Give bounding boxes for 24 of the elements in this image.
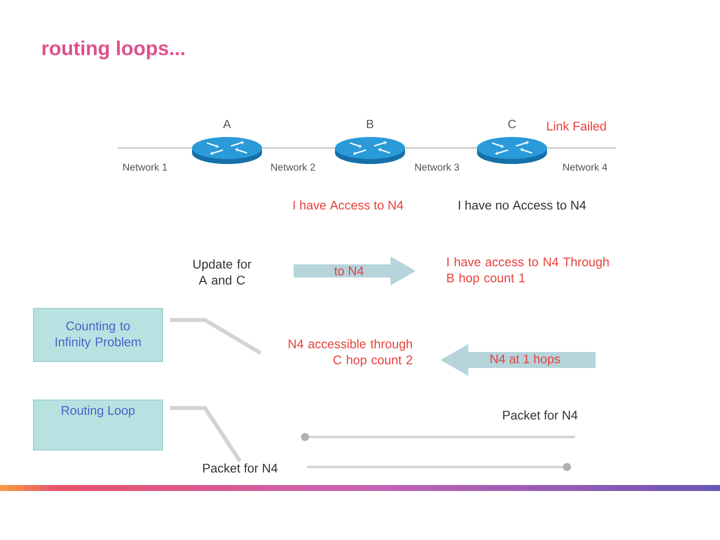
network-label: Network 3 bbox=[414, 162, 460, 172]
network-label: Network 2 bbox=[270, 162, 316, 172]
leader-line bbox=[170, 318, 262, 355]
info-box: Routing Loop bbox=[33, 400, 163, 450]
title: routing loops... bbox=[42, 40, 184, 60]
router-label: C bbox=[508, 120, 516, 128]
connector-line bbox=[405, 147, 477, 149]
packet-label: Packet for N4 bbox=[203, 463, 278, 473]
status-note: I have Access to N4 bbox=[294, 200, 404, 210]
update-text: Update for A and C bbox=[193, 259, 252, 285]
router-label: B bbox=[367, 120, 374, 128]
connector-line bbox=[262, 147, 335, 149]
status-note: I have no Access to N4 bbox=[458, 200, 586, 210]
router-label: A bbox=[223, 120, 231, 128]
network-label: Network 1 bbox=[122, 162, 169, 172]
connector-line bbox=[547, 147, 616, 149]
connector-line bbox=[118, 147, 192, 149]
info-box: Counting to Infinity Problem bbox=[33, 308, 163, 362]
network-label: Network 4 bbox=[562, 162, 608, 172]
leader-line bbox=[170, 406, 242, 462]
alert-text: Link Failed bbox=[547, 121, 606, 131]
status-note: I have access to N4 Through B hop count 1 bbox=[447, 257, 609, 285]
note-text: N4 accessible through C hop count 2 bbox=[288, 339, 412, 367]
packet-label: Packet for N4 bbox=[503, 410, 578, 420]
